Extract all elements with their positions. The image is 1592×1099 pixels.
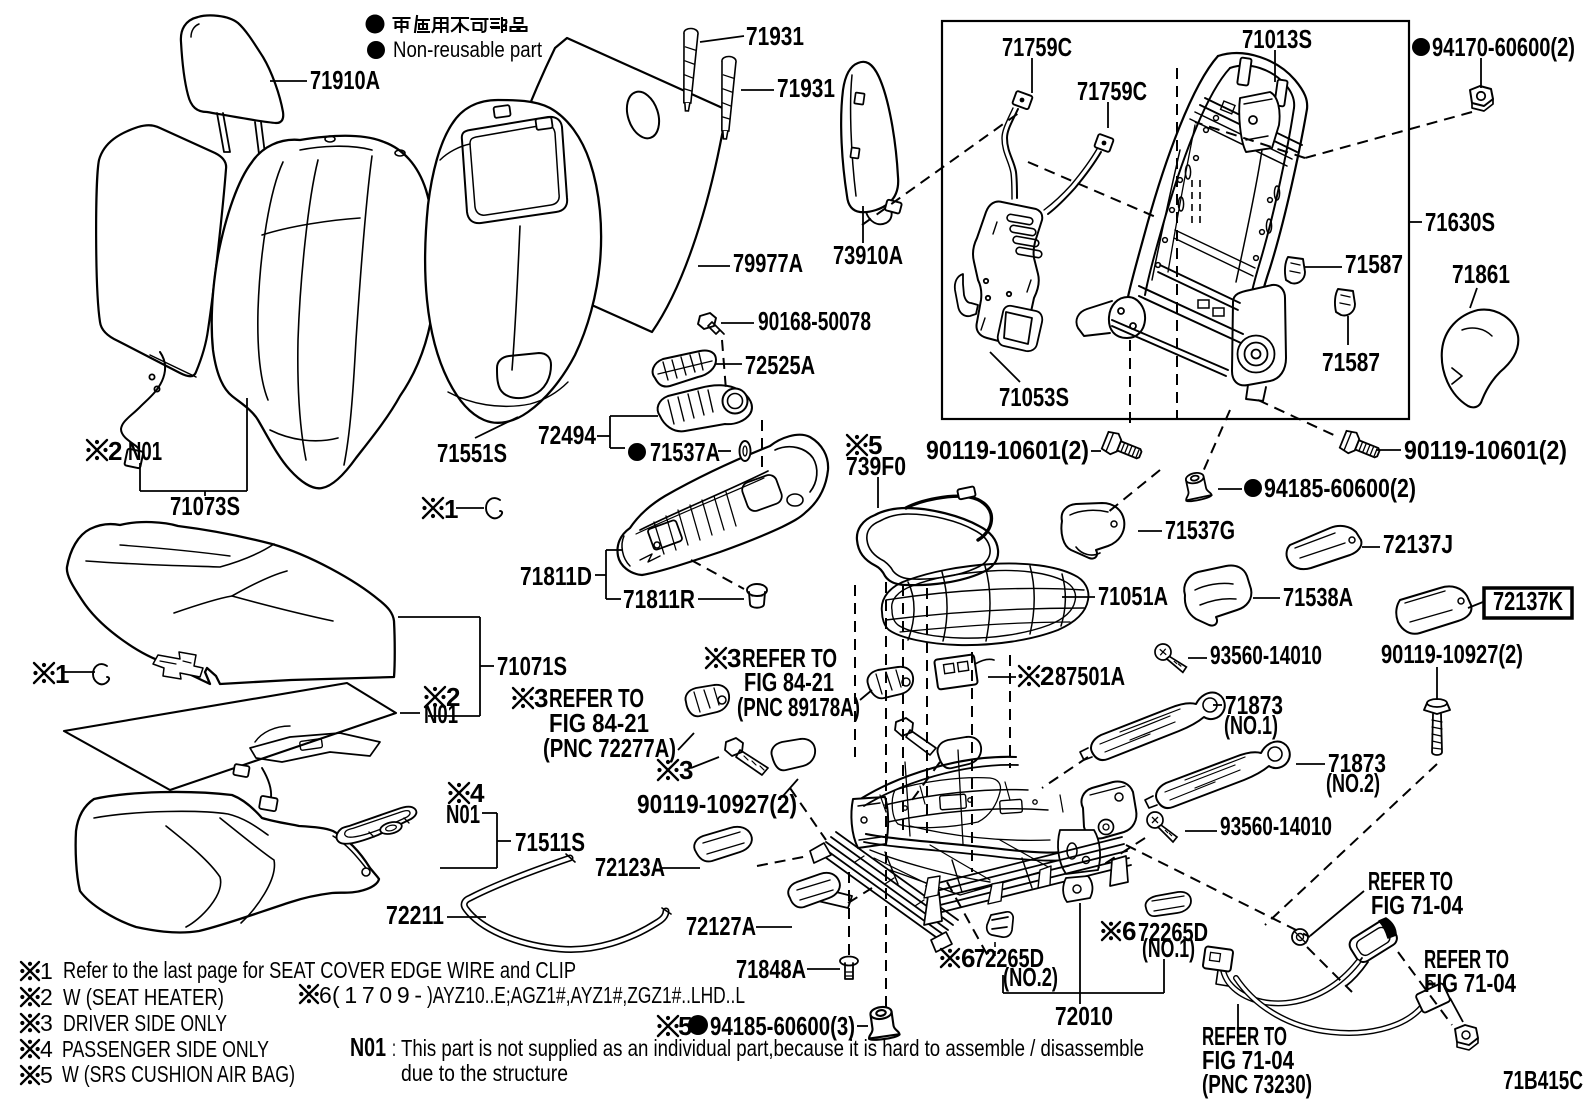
svg-text:94185-60600(3): 94185-60600(3) <box>710 1011 855 1041</box>
svg-text:87501A: 87501A <box>1055 661 1125 691</box>
svg-text:71910A: 71910A <box>310 65 380 95</box>
svg-text:3: 3 <box>40 1010 53 1036</box>
svg-text::: : <box>392 1035 396 1061</box>
svg-text:71051A: 71051A <box>1098 581 1168 611</box>
svg-text:FIG 84-21: FIG 84-21 <box>744 667 834 697</box>
svg-text:(NO.1): (NO.1) <box>1224 710 1278 740</box>
svg-text:FIG 84-21: FIG 84-21 <box>549 708 649 738</box>
svg-text:5: 5 <box>868 430 882 460</box>
svg-text:6: 6 <box>319 982 332 1008</box>
svg-text:79977A: 79977A <box>733 248 803 278</box>
svg-text:739F0: 739F0 <box>846 451 906 481</box>
svg-text:72137K: 72137K <box>1493 586 1563 616</box>
svg-text:90119-10601(2): 90119-10601(2) <box>926 435 1089 465</box>
svg-text:71848A: 71848A <box>736 954 806 984</box>
svg-text:W (SRS CUSHION AIR BAG): W (SRS CUSHION AIR BAG) <box>62 1061 295 1087</box>
svg-text:71537A: 71537A <box>650 437 720 467</box>
svg-text:94185-60600(2): 94185-60600(2) <box>1264 473 1416 503</box>
svg-text:1: 1 <box>40 958 53 984</box>
svg-text:6: 6 <box>961 943 975 973</box>
svg-text:71538A: 71538A <box>1283 582 1353 612</box>
svg-text:71587: 71587 <box>1345 249 1403 279</box>
svg-text:71053S: 71053S <box>999 382 1069 412</box>
svg-text:3: 3 <box>679 755 693 785</box>
svg-text:72265D: 72265D <box>974 943 1044 973</box>
svg-text:72525A: 72525A <box>745 350 815 380</box>
svg-text:72010: 72010 <box>1055 1001 1113 1031</box>
svg-text:1: 1 <box>55 659 69 689</box>
svg-text:W (SEAT HEATER): W (SEAT HEATER) <box>63 984 224 1010</box>
svg-text:REFER TO: REFER TO <box>549 683 644 713</box>
svg-text:73910A: 73910A <box>833 240 903 270</box>
svg-text:REFER TO: REFER TO <box>742 643 837 673</box>
svg-text:71551S: 71551S <box>437 438 507 468</box>
svg-text:1: 1 <box>444 494 458 524</box>
svg-text:72137J: 72137J <box>1383 529 1453 559</box>
svg-text:71630S: 71630S <box>1425 207 1495 237</box>
svg-text:71537G: 71537G <box>1165 515 1235 545</box>
svg-text:94170-60600(2): 94170-60600(2) <box>1432 32 1575 62</box>
svg-text:71873: 71873 <box>1225 690 1283 720</box>
svg-text:72211: 72211 <box>386 900 444 930</box>
svg-text:DRIVER SIDE ONLY: DRIVER SIDE ONLY <box>63 1010 227 1036</box>
svg-text:2: 2 <box>40 984 53 1010</box>
svg-text:4: 4 <box>470 778 485 808</box>
svg-text:71013S: 71013S <box>1242 24 1312 54</box>
svg-text:PASSENGER SIDE ONLY: PASSENGER SIDE ONLY <box>62 1036 269 1062</box>
svg-text:71511S: 71511S <box>515 827 585 857</box>
svg-text:2: 2 <box>1040 661 1054 691</box>
svg-text:71811D: 71811D <box>520 561 592 591</box>
svg-text:71873: 71873 <box>1328 748 1386 778</box>
svg-text:71587: 71587 <box>1322 347 1380 377</box>
svg-text:71759C: 71759C <box>1077 76 1147 106</box>
svg-text:71931: 71931 <box>746 21 804 51</box>
svg-text:due to the structure: due to the structure <box>401 1060 568 1086</box>
svg-text:71759C: 71759C <box>1002 32 1072 62</box>
svg-text:N01: N01 <box>350 1032 386 1062</box>
svg-text:71073S: 71073S <box>170 491 240 521</box>
svg-text:90119-10927(2): 90119-10927(2) <box>1381 639 1523 669</box>
svg-text:3: 3 <box>727 643 741 673</box>
svg-text:2: 2 <box>446 682 460 712</box>
svg-text:REFER TO: REFER TO <box>1424 944 1509 974</box>
svg-text:(NO.2): (NO.2) <box>1003 962 1058 992</box>
svg-text:N01: N01 <box>424 699 458 729</box>
svg-text:Non-reusable part: Non-reusable part <box>393 37 542 62</box>
svg-text:90119-10601(2): 90119-10601(2) <box>1404 435 1567 465</box>
svg-text:71B415C: 71B415C <box>1503 1065 1583 1095</box>
svg-text:72265D: 72265D <box>1138 917 1208 947</box>
svg-text:93560-14010: 93560-14010 <box>1210 640 1322 670</box>
svg-text:(NO.1): (NO.1) <box>1142 933 1195 963</box>
svg-text:72127A: 72127A <box>686 911 756 941</box>
svg-text:71071S: 71071S <box>497 651 567 681</box>
svg-text:(PNC 73230): (PNC 73230) <box>1202 1069 1312 1099</box>
svg-text:5: 5 <box>40 1062 53 1088</box>
svg-text:93560-14010: 93560-14010 <box>1220 811 1332 841</box>
svg-text:71811R: 71811R <box>623 584 695 614</box>
svg-text:72494: 72494 <box>538 420 596 450</box>
svg-text:Refer to the last page for SEA: Refer to the last page for SEAT COVER ED… <box>63 957 576 983</box>
svg-text:4: 4 <box>40 1036 53 1062</box>
svg-text:72123A: 72123A <box>595 852 665 882</box>
svg-text:N01: N01 <box>128 436 162 466</box>
svg-text:90168-50078: 90168-50078 <box>758 306 871 336</box>
svg-text:90119-10927(2): 90119-10927(2) <box>637 789 797 819</box>
svg-text:)AYZ10..E;AGZ1#,AYZ1#,ZGZ1#..L: )AYZ10..E;AGZ1#,AYZ1#,ZGZ1#..LHD..L <box>427 982 745 1008</box>
svg-text:REFER TO: REFER TO <box>1202 1021 1287 1051</box>
svg-text:71931: 71931 <box>777 73 835 103</box>
svg-text:71861: 71861 <box>1452 259 1510 289</box>
svg-text:5: 5 <box>678 1011 692 1041</box>
svg-text:FIG 71-04: FIG 71-04 <box>1371 890 1463 920</box>
svg-text:(PNC 72277A): (PNC 72277A) <box>543 733 676 763</box>
svg-text:6: 6 <box>1122 916 1136 946</box>
svg-text:FIG 71-04: FIG 71-04 <box>1202 1045 1294 1075</box>
svg-text:N01: N01 <box>446 799 480 829</box>
svg-text:3: 3 <box>534 683 548 713</box>
svg-text:2: 2 <box>108 436 122 466</box>
svg-text:FIG 71-04: FIG 71-04 <box>1424 968 1516 998</box>
svg-text:REFER TO: REFER TO <box>1368 866 1453 896</box>
svg-text:(PNC 89178A): (PNC 89178A) <box>737 692 860 722</box>
svg-text:(NO.2): (NO.2) <box>1326 768 1380 798</box>
svg-text:This part is not supplied as a: This part is not supplied as an individu… <box>401 1035 1144 1061</box>
